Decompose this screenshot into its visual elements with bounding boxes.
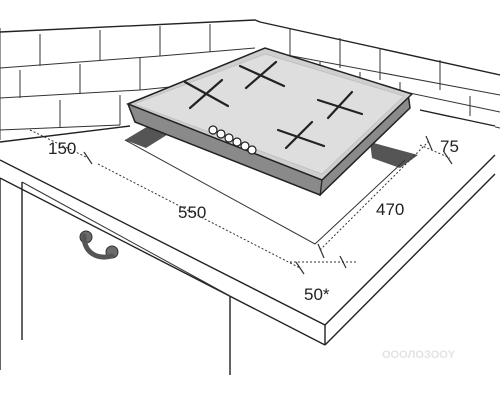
cabinet — [0, 178, 231, 375]
burner-front-left — [276, 120, 326, 150]
control-knob — [208, 125, 218, 135]
control-knobs — [208, 125, 257, 155]
dimension-label-front-offset: 50* — [304, 285, 330, 304]
control-knob — [232, 137, 242, 147]
burner-back-right — [238, 60, 286, 90]
control-knob — [216, 129, 226, 139]
hob — [125, 47, 414, 197]
control-knob — [247, 145, 257, 155]
burner-front-right — [316, 90, 364, 120]
cabinet-handle — [79, 230, 119, 260]
control-knob — [240, 141, 250, 151]
control-knob — [224, 133, 234, 143]
burners — [183, 60, 364, 150]
dimension-ticks — [83, 135, 453, 275]
dimension-label-back-offset: 75 — [440, 137, 459, 156]
burner-back-left — [183, 78, 230, 110]
dimension-label-cutout-depth: 470 — [376, 200, 404, 219]
watermark: OOOЛОЗОOY — [382, 349, 456, 361]
dimension-lines — [29, 129, 451, 269]
dimension-label-left-offset: 150 — [48, 139, 76, 158]
dimension-label-cutout-width: 550 — [178, 203, 206, 222]
countertop — [0, 100, 496, 346]
